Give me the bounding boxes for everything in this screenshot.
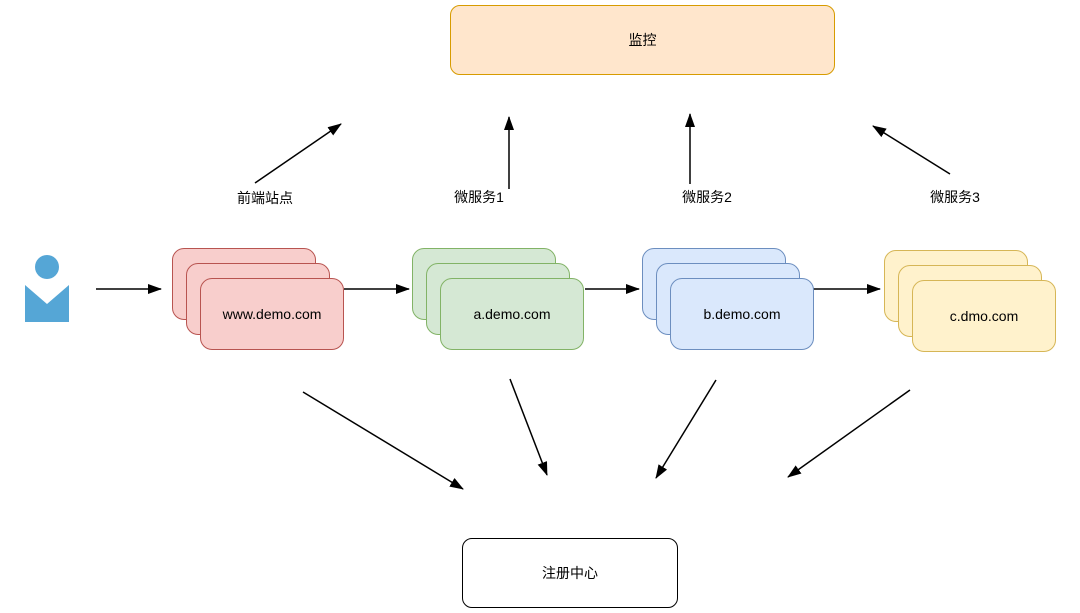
node-label: a.demo.com bbox=[473, 306, 551, 322]
node-label: www.demo.com bbox=[222, 306, 322, 322]
user-icon[interactable] bbox=[24, 252, 72, 324]
node-microservice-2-card[interactable]: b.demo.com bbox=[670, 278, 814, 350]
node-label: b.demo.com bbox=[703, 306, 781, 322]
node-microservice-2-stack[interactable]: b.demo.com bbox=[642, 248, 814, 350]
node-microservice-3-stack[interactable]: c.dmo.com bbox=[884, 250, 1056, 352]
caption-microservice-2: 微服务2 bbox=[682, 189, 732, 205]
node-microservice-1-card[interactable]: a.demo.com bbox=[440, 278, 584, 350]
node-frontend-card[interactable]: www.demo.com bbox=[200, 278, 344, 350]
caption-frontend: 前端站点 bbox=[237, 190, 293, 206]
monitoring-label: 监控 bbox=[628, 32, 657, 48]
arrow-frontend-to-registry bbox=[302, 391, 464, 490]
node-microservice-3-card[interactable]: c.dmo.com bbox=[912, 280, 1056, 352]
node-microservice-1-stack[interactable]: a.demo.com bbox=[412, 248, 584, 350]
caption-microservice-3: 微服务3 bbox=[930, 189, 980, 205]
node-label: c.dmo.com bbox=[949, 308, 1019, 324]
registry-label: 注册中心 bbox=[542, 565, 598, 581]
arrow-ms3-to-monitor bbox=[872, 125, 951, 175]
arrow-ms3-to-registry bbox=[787, 389, 911, 478]
node-frontend-stack[interactable]: www.demo.com bbox=[172, 248, 344, 350]
arrow-frontend-to-monitor bbox=[254, 123, 342, 184]
registry-box[interactable]: 注册中心 bbox=[462, 538, 678, 608]
monitoring-box[interactable]: 监控 bbox=[450, 5, 835, 75]
arrow-ms1-to-registry bbox=[509, 378, 548, 476]
arrow-ms2-to-registry bbox=[655, 379, 717, 479]
caption-microservice-1: 微服务1 bbox=[454, 189, 504, 205]
